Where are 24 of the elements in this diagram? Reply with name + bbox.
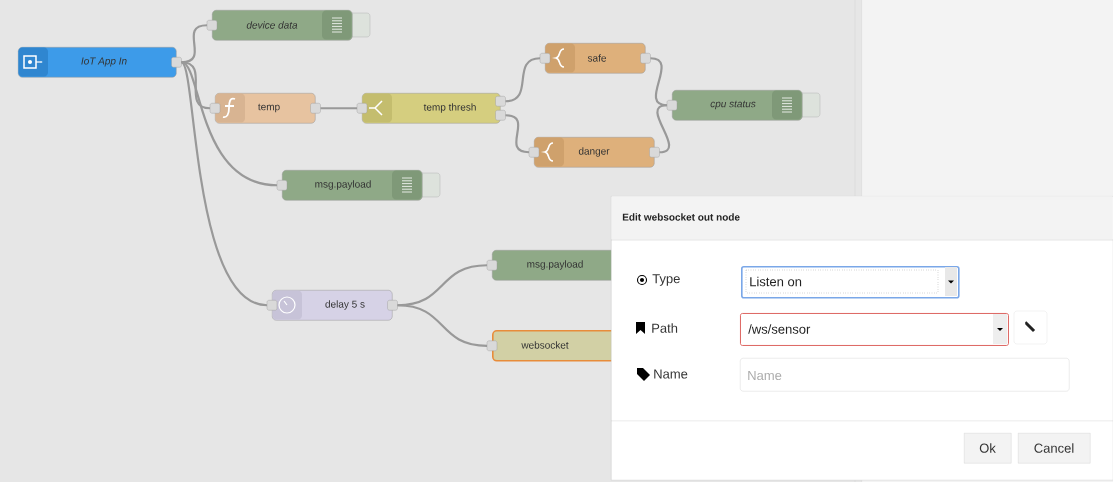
wire <box>181 61 211 110</box>
dropdown-field: Listen on <box>741 266 960 299</box>
flow-node: temp thresh <box>356 93 506 124</box>
field-label: Type <box>652 274 680 286</box>
wire <box>397 304 488 347</box>
flow-node: cpu status <box>666 90 821 121</box>
wire <box>181 61 278 187</box>
field-label: Path <box>652 323 678 333</box>
input-field: Name <box>740 358 1070 392</box>
field-label: Name <box>654 369 688 379</box>
flow-node: danger <box>528 137 660 168</box>
flow-node: safe <box>539 43 651 74</box>
flow-node: temp <box>209 93 321 124</box>
wire <box>656 104 670 154</box>
cancel-button: Cancel <box>1018 433 1091 464</box>
wire <box>320 107 357 110</box>
flow-node: device data <box>206 10 371 41</box>
flow-node: msg.payload <box>276 170 441 201</box>
wire <box>505 57 541 103</box>
flow-node: delay 5 s <box>266 290 398 321</box>
flow-node: IoT App In <box>18 47 182 78</box>
dropdown-field: /ws/sensor <box>740 313 1009 346</box>
ok-button: Ok <box>964 433 1012 464</box>
wire <box>180 61 268 307</box>
